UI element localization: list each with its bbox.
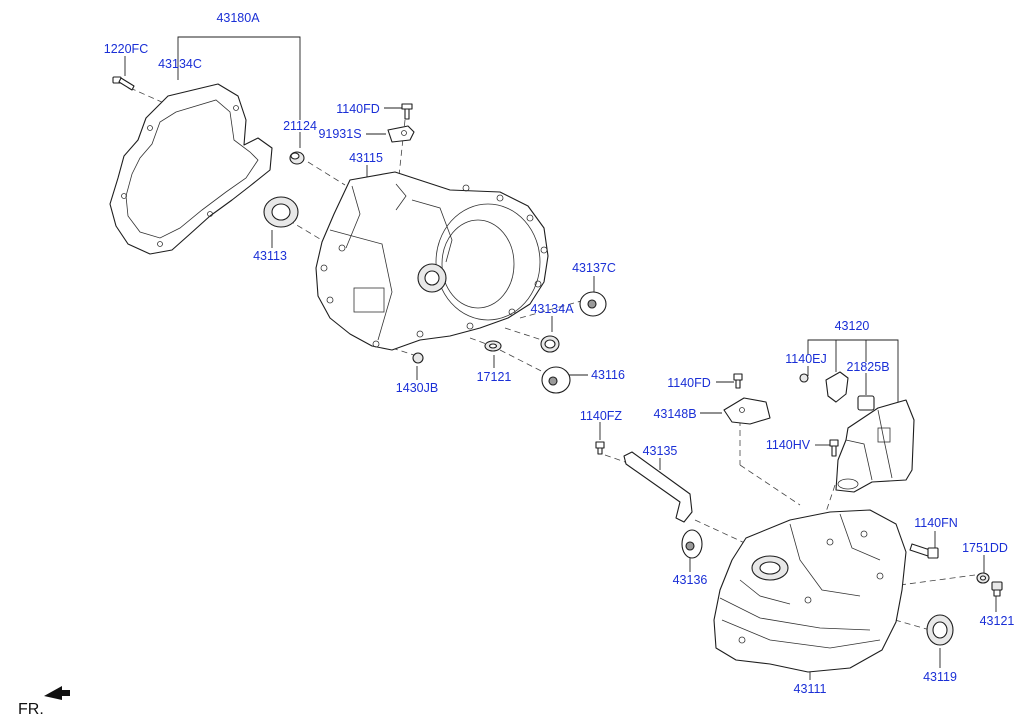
label-43111: 43111 [794,682,827,696]
seal-43113 [263,196,299,228]
transmission-case-43111 [713,509,907,673]
bracket-43148b [723,397,771,425]
cap-43137c [579,291,607,317]
bolt-1140fn [909,543,939,559]
clutch-housing-43115 [315,171,549,351]
label-43113: 43113 [253,249,287,263]
front-direction-label: FR. [18,701,44,718]
label-1140fn: 1140FN [914,516,958,530]
label-1751dd: 1751DD [962,541,1008,555]
label-43120: 43120 [835,319,870,333]
bolt-1140fd-upper [401,103,413,120]
label-43135: 43135 [643,444,678,458]
label-1140fd-lower: 1140FD [667,376,711,390]
label-1140hv: 1140HV [766,438,811,452]
bolt-1220fc [112,76,135,91]
label-43137c: 43137C [572,261,616,275]
washer-17121 [484,340,502,352]
label-1140fz: 1140FZ [580,409,623,423]
label-21124: 21124 [283,119,317,133]
label-17121: 17121 [477,370,512,384]
plate-43116 [541,366,571,394]
label-43136: 43136 [673,573,708,587]
label-43119: 43119 [923,670,957,684]
label-1220fc: 1220FC [104,42,148,56]
label-43116: 43116 [591,368,625,382]
plate-43136 [681,529,703,559]
plug-43121 [991,581,1003,597]
part-labels: 43180A 1220FC 43134C 21124 1140FD 91931S… [18,11,1014,718]
bushing-21825b [825,371,875,411]
bolt-1140fz [595,441,605,455]
leader-lines [124,36,997,680]
plug-1430jb [412,352,424,364]
label-21825b: 21825B [846,360,889,374]
seal-43119 [926,614,954,646]
label-1140fd-upper: 1140FD [336,102,380,116]
bolt-1140hv [829,439,839,457]
mount-bracket-43120 [835,399,915,493]
label-43115: 43115 [349,151,383,165]
label-1430jb: 1430JB [396,381,438,395]
label-43121: 43121 [980,614,1015,628]
bolt-1140fd-lower [733,373,743,389]
washer-1751dd [976,572,990,584]
seal-43134a [540,335,560,353]
bolt-1140ej [799,373,809,383]
label-43180a: 43180A [216,11,260,25]
label-43148b: 43148B [653,407,696,421]
gasket-43134c [109,83,273,255]
label-91931s: 91931S [318,127,361,141]
label-43134a: 43134A [530,302,574,316]
guide-43135 [623,451,693,523]
bracket-91931s [387,125,415,143]
label-43134c: 43134C [158,57,202,71]
front-direction-arrow-icon [44,686,70,700]
dowel-21124 [289,151,305,165]
label-1140ej: 1140EJ [785,352,826,366]
